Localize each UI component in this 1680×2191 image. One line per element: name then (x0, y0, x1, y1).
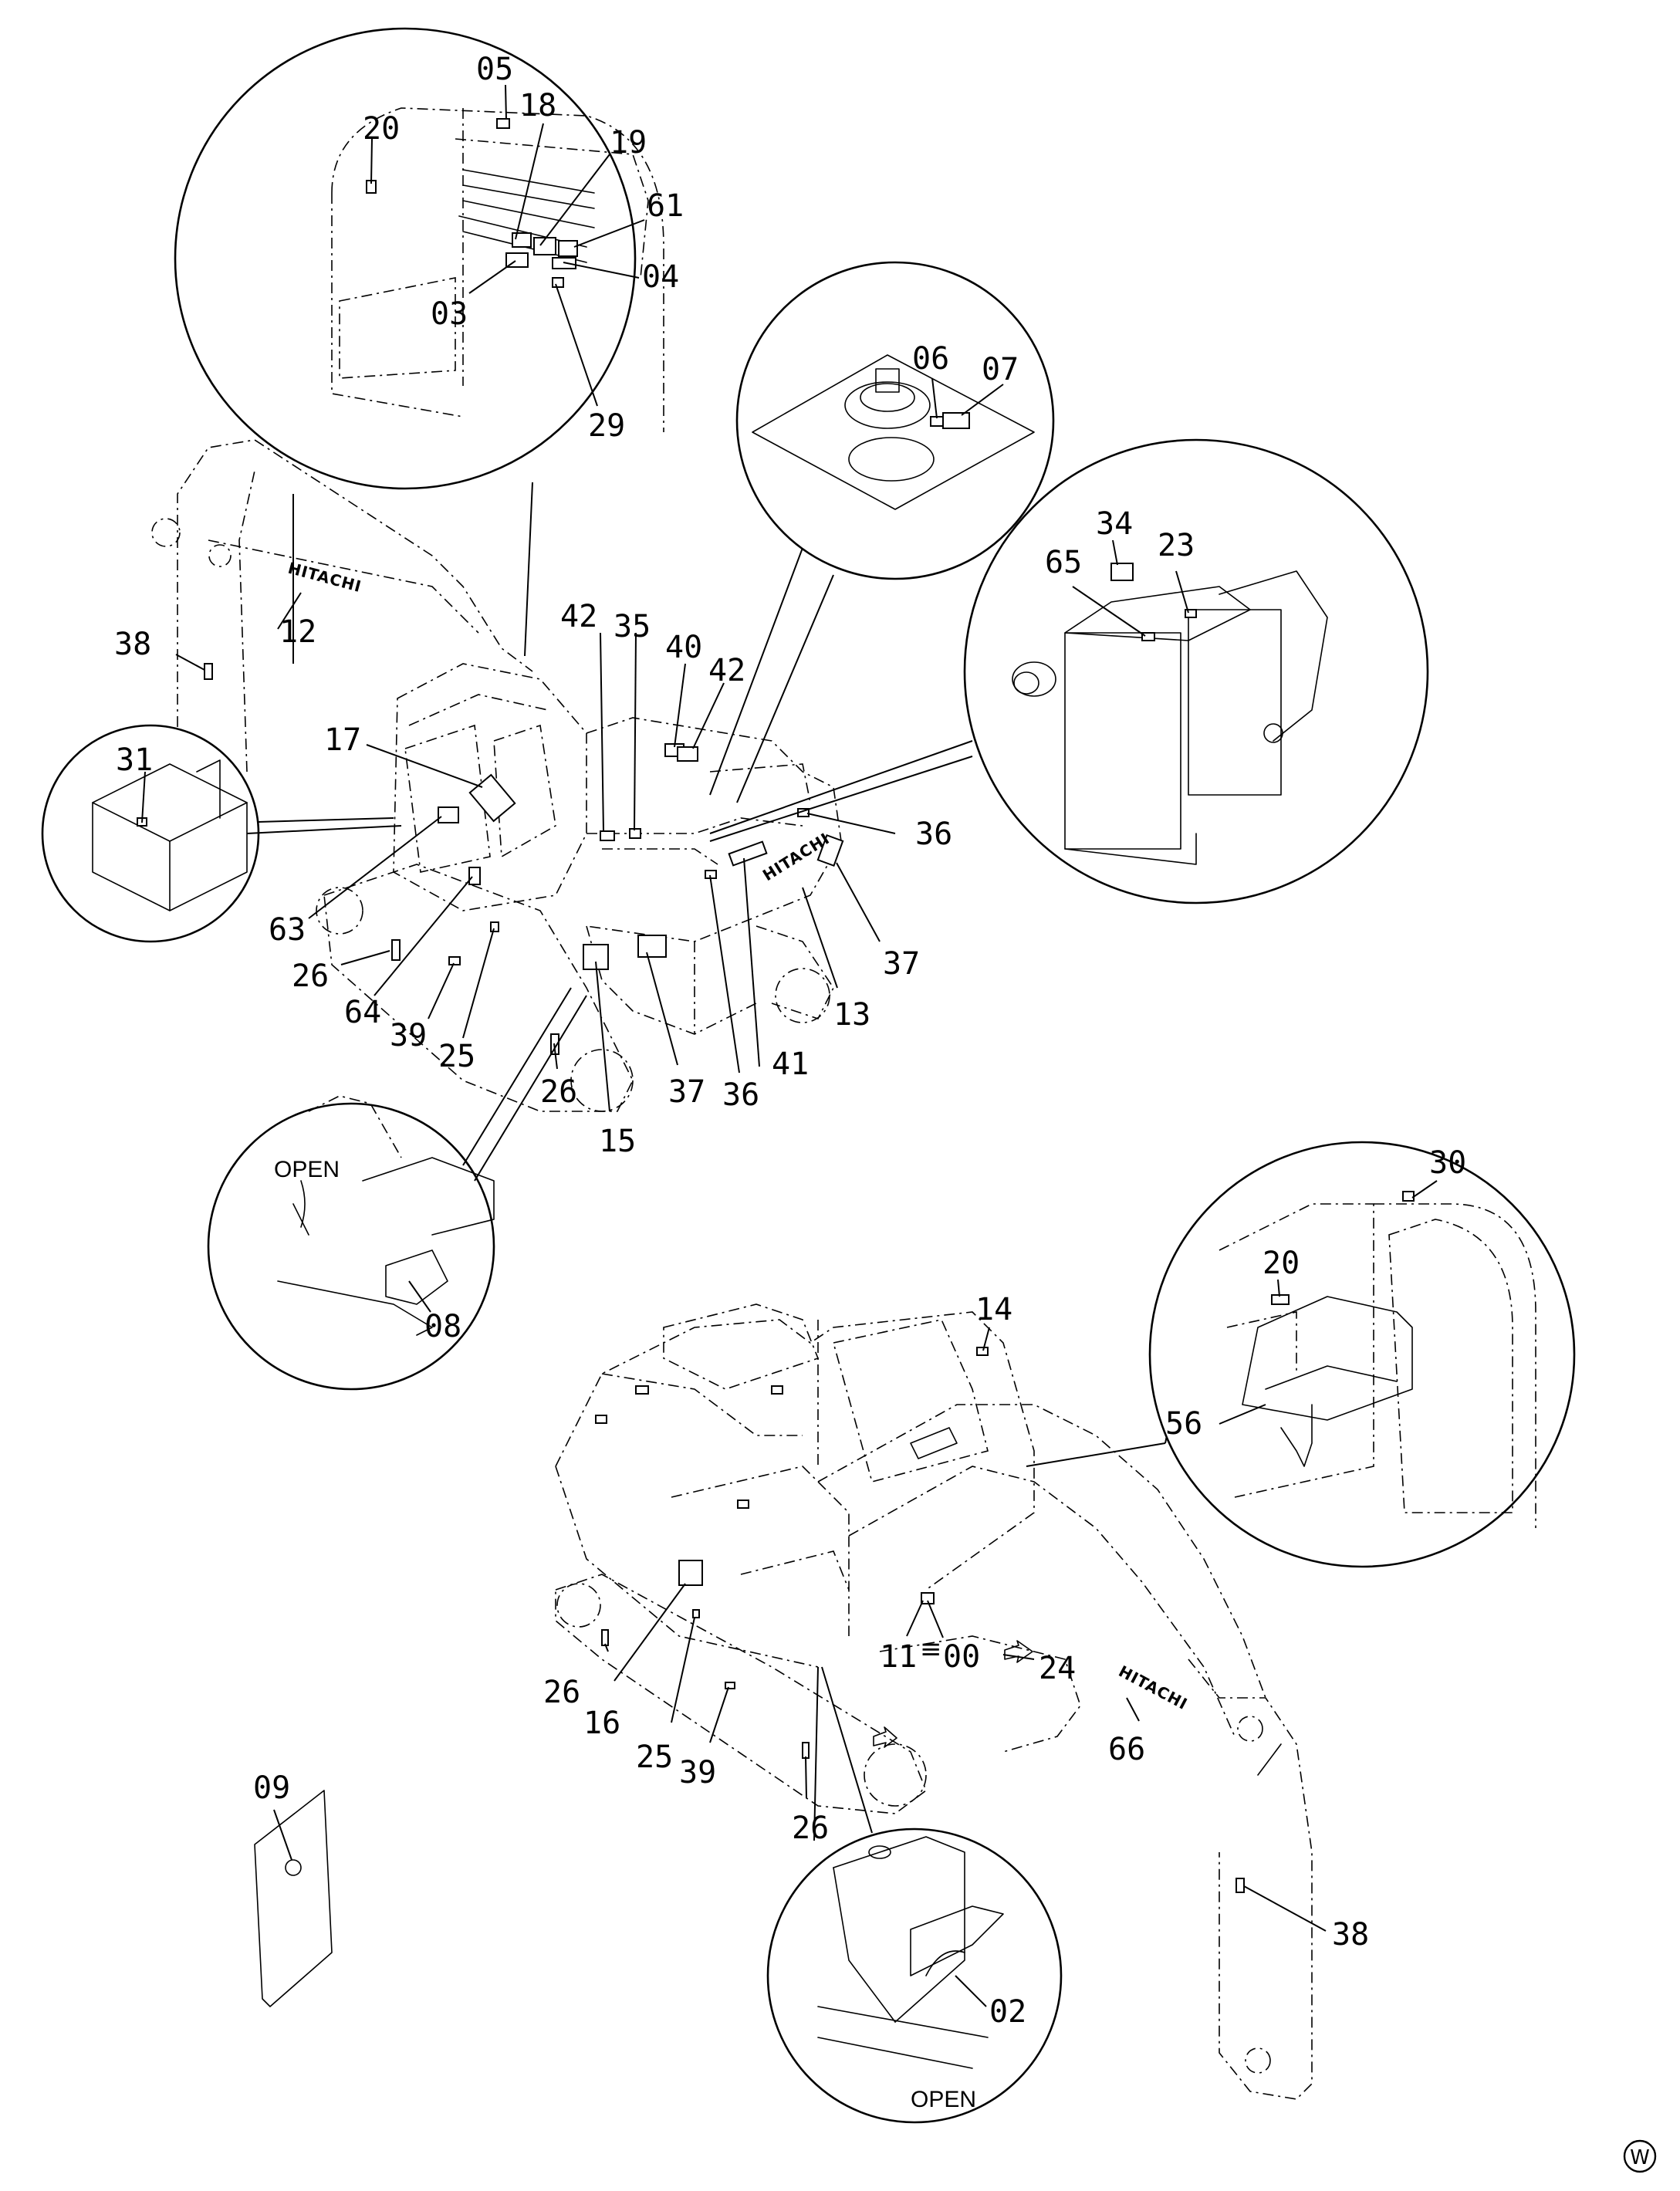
part-number: 05 (476, 52, 513, 87)
callout-leaders (141, 84, 1438, 2007)
corner-mark: W (1623, 2139, 1657, 2173)
part-number: 64 (344, 995, 381, 1030)
part-number: 37 (883, 946, 920, 982)
part-number: 09 (253, 1770, 290, 1806)
part-number: 11 (880, 1639, 917, 1675)
part-number: 13 (833, 997, 870, 1033)
part-number: 38 (114, 627, 151, 662)
part-number: 34 (1096, 506, 1133, 542)
part-number: 12 (279, 614, 316, 650)
excavator-top-view: HITACHI HITACHI (151, 439, 844, 1112)
part-number: 03 (431, 296, 468, 332)
part-number: 04 (642, 259, 679, 295)
part-number: 61 (647, 188, 684, 224)
part-number: 18 (519, 88, 556, 123)
detail-circle-battery-cover: OPEN (207, 987, 587, 1391)
part-number: 26 (540, 1074, 577, 1110)
part-number: 07 (982, 352, 1019, 387)
part-number: 26 (792, 1811, 829, 1846)
corner-mark-letter: W (1630, 2146, 1650, 2169)
part-number: 14 (975, 1292, 1012, 1327)
part-number: 00 (943, 1639, 980, 1675)
part-number: 35 (614, 609, 651, 644)
part-number: 42 (560, 599, 597, 634)
part-number: 36 (722, 1077, 759, 1113)
part-number: 63 (269, 912, 306, 948)
part-number: 31 (116, 742, 153, 778)
part-number: 39 (390, 1018, 427, 1053)
part-separator-mark: ≡ (920, 1634, 942, 1665)
part-number: 36 (915, 817, 952, 852)
part-number: 40 (665, 630, 702, 665)
part-number: 20 (363, 111, 400, 147)
part-number: 02 (989, 1994, 1026, 2030)
part-number: 37 (668, 1074, 705, 1110)
boom-bottom-brand-text: HITACHI (1116, 1662, 1191, 1713)
part-number: 15 (599, 1124, 636, 1159)
detail-circle-engine (709, 438, 1429, 904)
part-number: 16 (583, 1706, 620, 1741)
part-number: 24 (1039, 1651, 1076, 1686)
part-number: 42 (708, 653, 745, 688)
part-number: 26 (292, 959, 329, 994)
part-number: 08 (424, 1309, 461, 1344)
part-number: 19 (610, 125, 647, 161)
detail-circle-fuel-cap: OPEN (766, 1666, 1063, 2124)
part-number: 23 (1158, 528, 1195, 563)
tag-item (254, 1790, 333, 2007)
part-number: 66 (1108, 1732, 1145, 1767)
part-number: 29 (588, 408, 625, 444)
fuel-cap-open-label: OPEN (911, 2087, 976, 2112)
part-number-labels: 05 18 20 19 61 04 03 29 06 07 34 23 65 1… (114, 52, 1466, 2030)
detail-circle-swing-bearing (709, 261, 1055, 803)
battery-cover-open-label: OPEN (274, 1157, 340, 1182)
part-number: 25 (636, 1740, 673, 1775)
part-number: 20 (1263, 1246, 1300, 1281)
part-number: 17 (324, 722, 361, 758)
part-number: 65 (1045, 545, 1082, 580)
part-number: 26 (543, 1675, 580, 1710)
detail-circle-cab-interior-right (1148, 1141, 1576, 1568)
part-number: 06 (912, 341, 949, 377)
part-number: 56 (1165, 1406, 1202, 1442)
part-number: 25 (438, 1039, 475, 1074)
part-number: 30 (1429, 1145, 1466, 1181)
part-number: 41 (772, 1046, 809, 1082)
detail-circle-battery-box (41, 724, 402, 943)
part-number: 39 (679, 1755, 716, 1790)
detail-circle-cab-interior (174, 27, 664, 664)
part-number: 38 (1332, 1917, 1369, 1953)
